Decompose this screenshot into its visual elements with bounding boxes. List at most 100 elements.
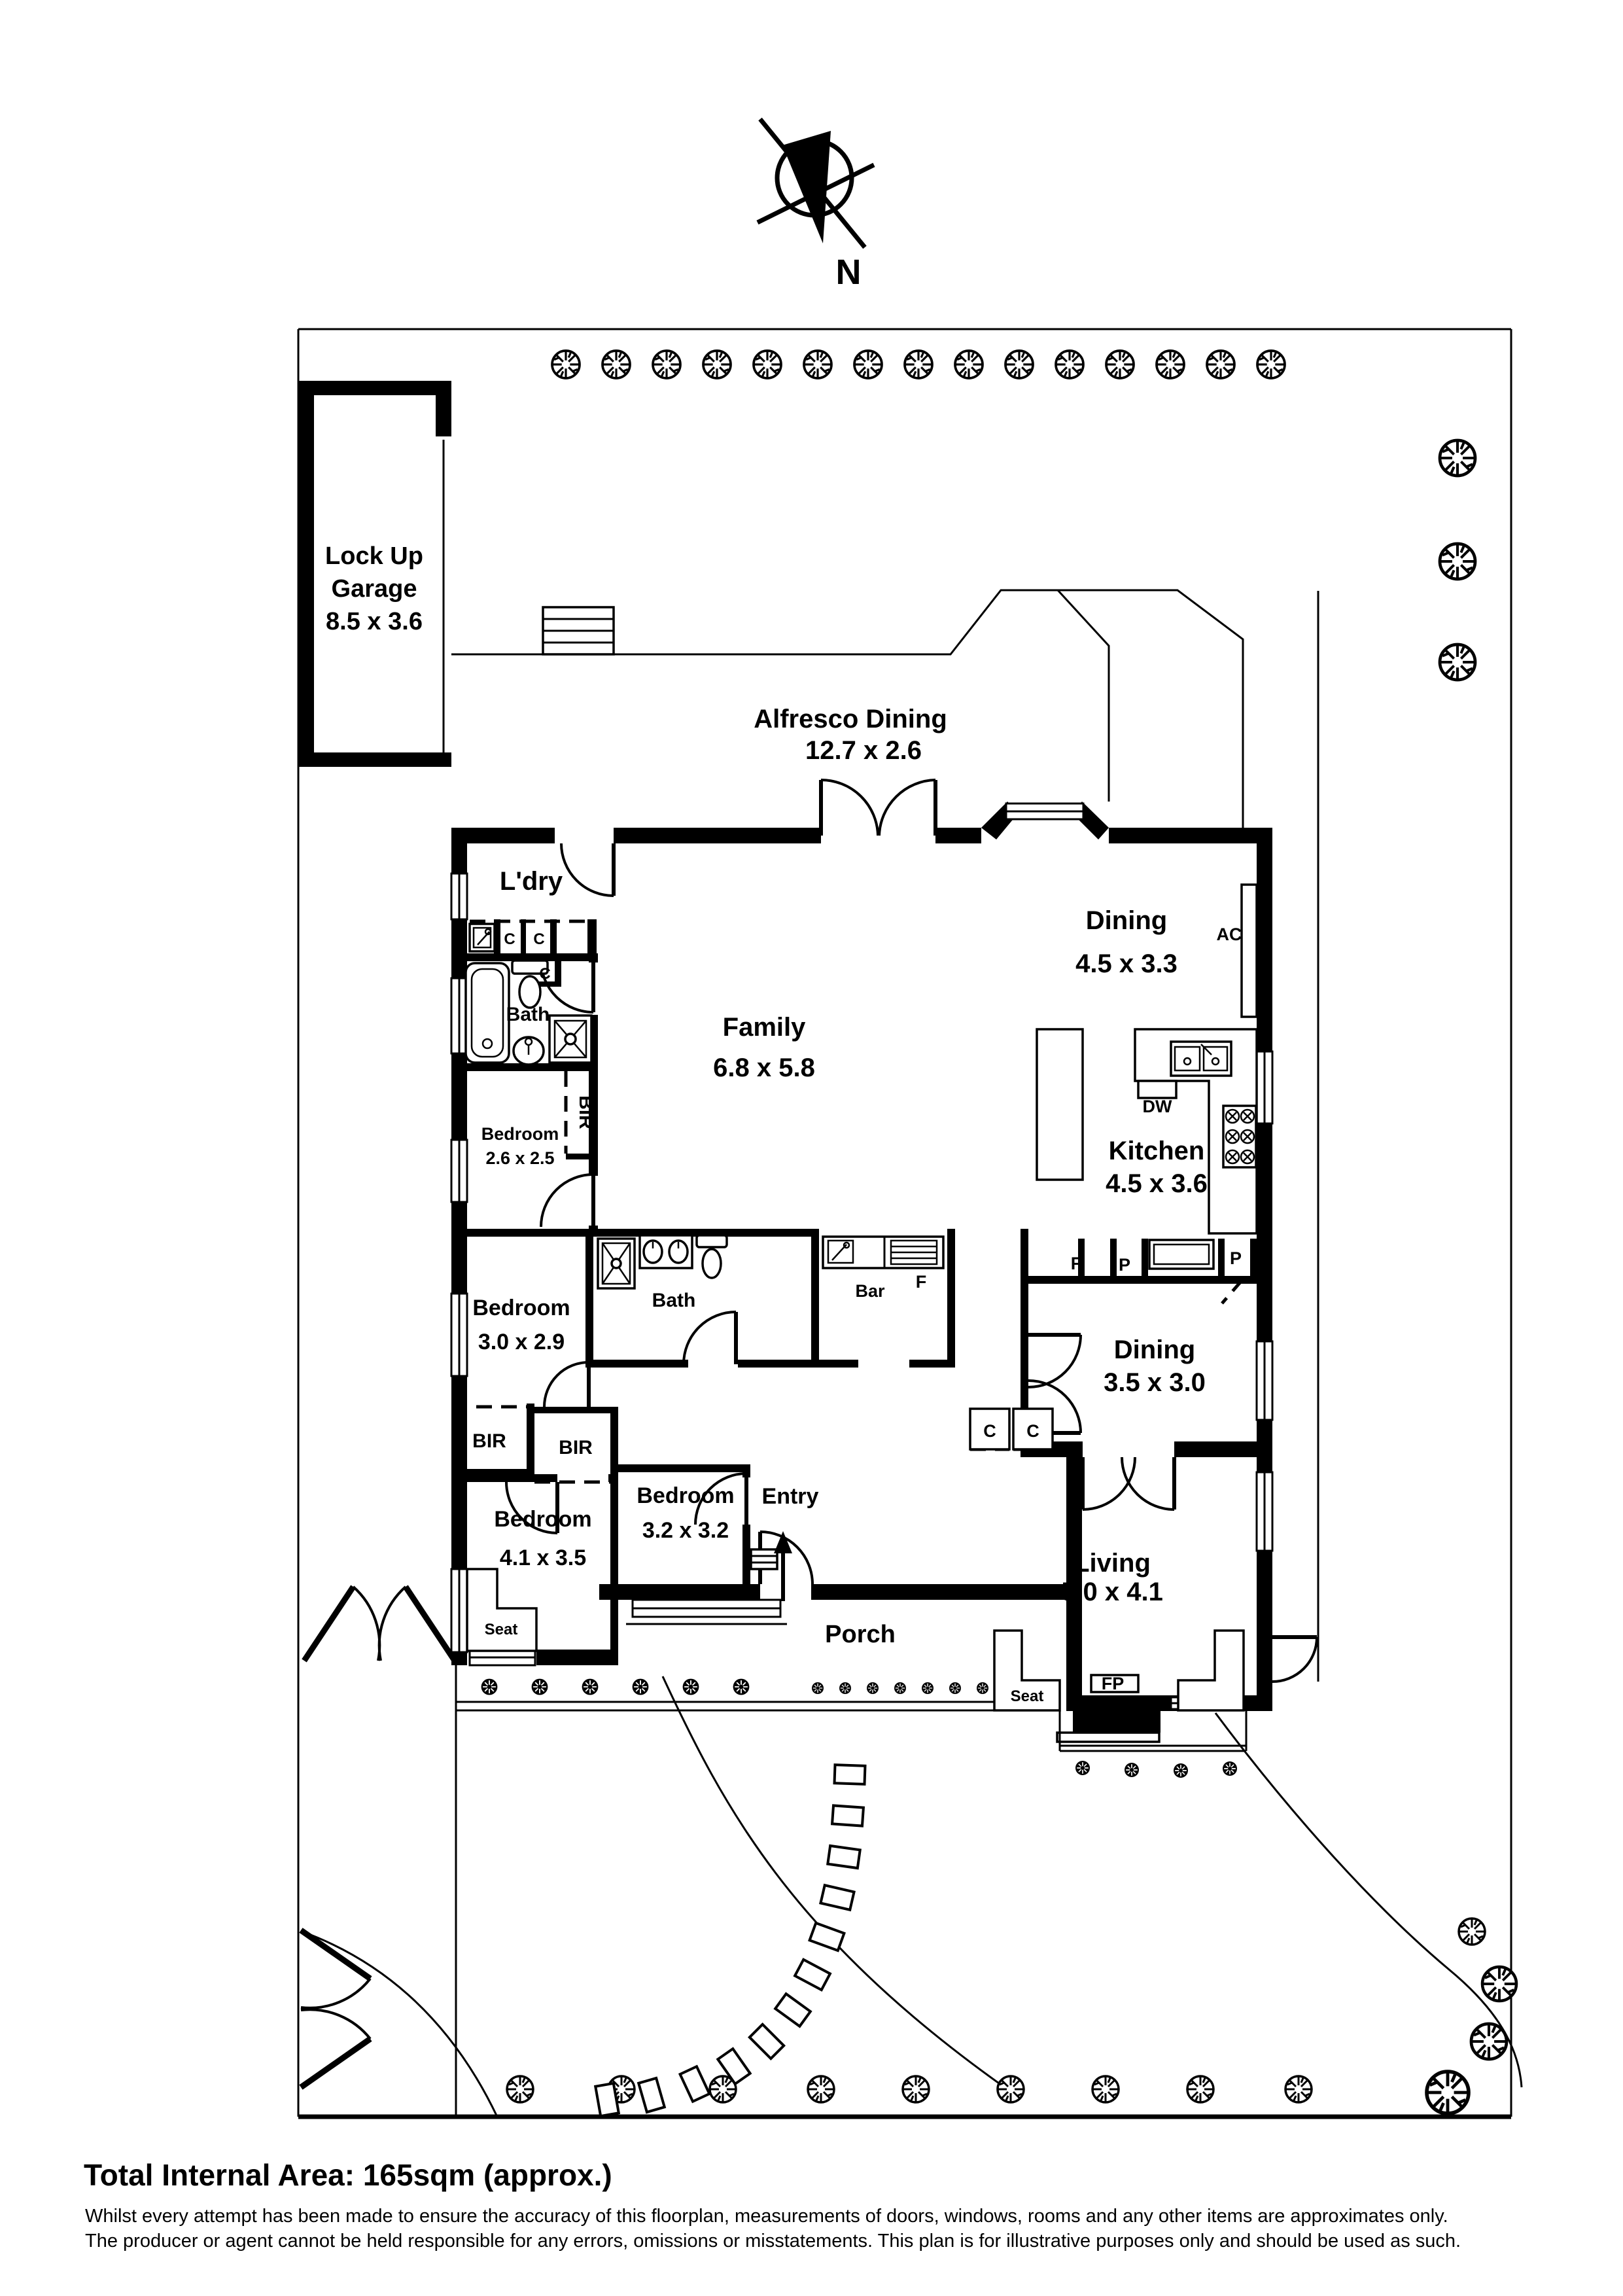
bar-bench — [822, 1235, 945, 1269]
property-boundary — [297, 328, 1512, 2119]
garden-curve-middle — [661, 1676, 1002, 2086]
total-area-text: Total Internal Area: 165sqm (approx.) — [84, 2158, 612, 2192]
north-label: N — [836, 253, 862, 292]
bar-fridge-label: F — [916, 1272, 927, 1292]
veranda-lines — [455, 1665, 1248, 1752]
shrub-icon — [1173, 1763, 1189, 1778]
fixtures — [464, 883, 1258, 1743]
shrub-icon — [480, 1678, 498, 1696]
room-labels: Lock Up Garage 8.5 x 3.6 Alfresco Dining… — [325, 542, 1208, 1648]
pantry-label: P — [1119, 1255, 1130, 1275]
tree-icon — [903, 349, 934, 380]
ac-label: AC — [1217, 925, 1242, 944]
shrub-icon — [682, 1678, 700, 1696]
dining-rear-label: Dining — [1086, 906, 1167, 935]
entry-arrow-icon — [774, 1531, 792, 1601]
seat-label: Seat — [1011, 1687, 1044, 1705]
entry-steps — [750, 1548, 778, 1570]
kitchen-label: Kitchen — [1109, 1137, 1205, 1165]
tree-icon — [853, 349, 883, 380]
seat-label: Seat — [485, 1621, 518, 1638]
tree-icon — [803, 349, 833, 380]
toilet — [511, 959, 549, 1009]
tree-icon — [551, 349, 581, 380]
bedroom-front-label: Bedroom — [637, 1483, 734, 1508]
family-dims: 6.8 x 5.8 — [713, 1053, 815, 1082]
tree-icon — [752, 349, 782, 380]
shower — [597, 1237, 636, 1290]
basin — [512, 1036, 545, 1066]
tree-icon — [1206, 349, 1236, 380]
tree-icon — [601, 349, 631, 380]
disclaimer-line1: Whilst every attempt has been made to en… — [85, 2206, 1448, 2227]
alfresco-label: Alfresco Dining — [754, 705, 947, 733]
fridge-label: F — [1071, 1254, 1082, 1273]
double-basin — [638, 1234, 693, 1269]
bedroom2-label: Bedroom — [481, 1124, 559, 1144]
bedroom3-label: Bedroom — [472, 1296, 570, 1320]
shrub-icon — [531, 1678, 549, 1696]
bath2-label: Bath — [652, 1290, 696, 1311]
shrub-icon — [976, 1682, 989, 1695]
bedroom4-label: Bedroom — [494, 1507, 591, 1532]
tree-icon — [702, 349, 732, 380]
footer: Total Internal Area: 165sqm (approx.) Wh… — [84, 2158, 1461, 2252]
shrub-icon — [732, 1678, 750, 1696]
pantry-label: P — [1230, 1248, 1242, 1268]
tree-icon — [1186, 2075, 1215, 2104]
doors — [505, 779, 1318, 1683]
bedroom2-dims: 2.6 x 2.5 — [485, 1148, 554, 1168]
kitchen-island — [1036, 1028, 1084, 1181]
shrub-icon — [949, 1682, 962, 1695]
bir-label: BIR — [472, 1430, 506, 1452]
garage-label-line1: Lock Up — [325, 542, 423, 570]
cupboard-label: C — [504, 930, 515, 948]
shrub-icon — [1075, 1760, 1091, 1776]
tree-icon — [1105, 349, 1135, 380]
family-label: Family — [723, 1013, 806, 1042]
toilet — [695, 1234, 728, 1279]
tree-icon — [1055, 349, 1085, 380]
alfresco-bay-line — [1056, 589, 1110, 802]
living-dims: 5.0 x 4.1 — [1061, 1578, 1163, 1606]
bedroom3-dims: 3.0 x 2.9 — [478, 1330, 565, 1354]
appliance-nook — [1148, 1239, 1215, 1270]
tree-icon — [1091, 2075, 1120, 2104]
tree-icon — [1457, 1917, 1486, 1946]
laundry-label: L'dry — [500, 867, 563, 896]
stepping-stone-path — [593, 1763, 867, 2118]
compass-needle-icon — [782, 131, 831, 243]
shrub-icon — [921, 1682, 934, 1695]
cupboard-label: C — [1026, 1421, 1039, 1441]
porch-label: Porch — [825, 1621, 896, 1648]
tree-icon — [1155, 349, 1185, 380]
tree-icon — [1482, 1967, 1516, 2001]
bedroom-front-dims: 3.2 x 3.2 — [642, 1518, 729, 1543]
shrub-icon — [1124, 1762, 1140, 1778]
tree-icon — [1004, 349, 1034, 380]
garage-label-dims: 8.5 x 3.6 — [326, 608, 423, 635]
shrub-icon — [839, 1682, 852, 1695]
dining-front-label: Dining — [1114, 1335, 1195, 1364]
garden-gate — [299, 1928, 372, 2090]
cooktop — [1222, 1104, 1257, 1169]
fixture-labels: AC DW F P P F C C C C C BIR BIR BIR Seat… — [472, 925, 1242, 1705]
window-seat-living-right — [1177, 1629, 1245, 1712]
fireplace — [1056, 1674, 1161, 1743]
tree-icon — [1440, 645, 1475, 680]
alfresco-outline — [451, 589, 1244, 828]
kitchen-dims: 4.5 x 3.6 — [1106, 1169, 1208, 1198]
garden-curve-right — [1214, 1712, 1523, 2088]
bir-label: BIR — [559, 1437, 593, 1458]
ac-unit — [1240, 883, 1258, 1018]
tree-icon — [807, 2075, 835, 2104]
cupboard-label: C — [539, 965, 550, 983]
tree-icon — [1440, 440, 1475, 476]
dining-front-dims: 3.5 x 3.0 — [1104, 1368, 1206, 1397]
window-seat-bed4 — [466, 1568, 538, 1652]
dining-rear-dims: 4.5 x 3.3 — [1075, 949, 1178, 978]
bedroom4-dims: 4.1 x 3.5 — [500, 1545, 586, 1570]
tree-icon — [954, 349, 984, 380]
alfresco-roof-line — [451, 589, 1244, 828]
fp-label: FP — [1102, 1674, 1125, 1693]
